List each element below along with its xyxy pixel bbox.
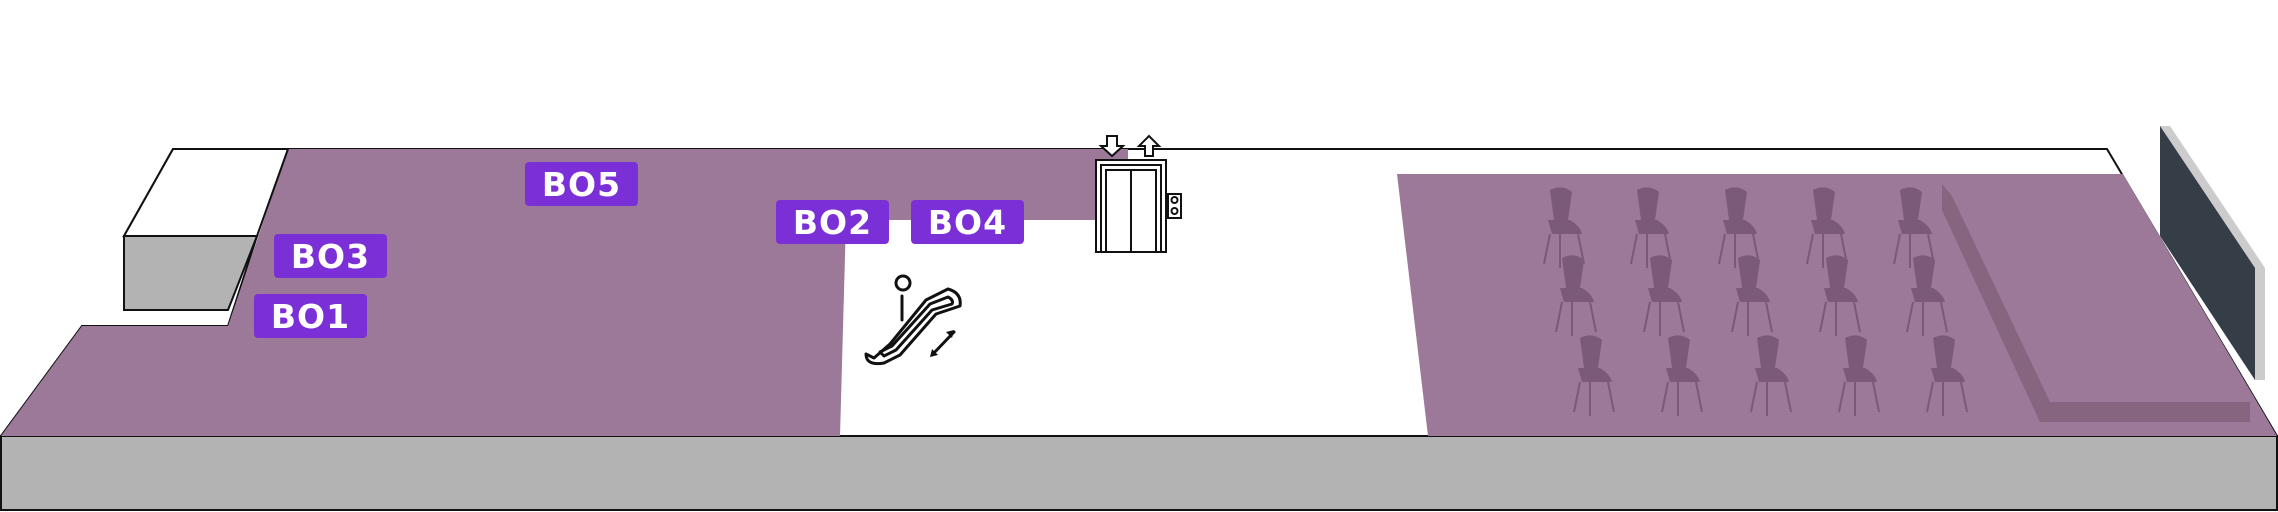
stage	[1942, 184, 2250, 422]
chair-icon	[1750, 335, 1792, 416]
chair-icon	[1731, 255, 1773, 336]
room-label-bo4[interactable]: BO4	[911, 200, 1024, 244]
chair-icon	[1806, 187, 1848, 268]
raised-block-front	[123, 235, 259, 311]
room-label-bo1[interactable]: BO1	[254, 294, 367, 338]
chair-icon	[1893, 187, 1935, 268]
chair-icon	[1819, 255, 1861, 336]
chair-icon	[1555, 255, 1597, 336]
chair-icon	[1573, 335, 1615, 416]
chair-icon	[1643, 255, 1685, 336]
escalator-icon	[864, 274, 962, 366]
room-label-bo3[interactable]: BO3	[274, 234, 387, 278]
floor-base	[0, 435, 2278, 511]
chair-icon	[1838, 335, 1880, 416]
room-label-bo5[interactable]: BO5	[525, 162, 638, 206]
chair-icon	[1906, 255, 1948, 336]
elevator-icon	[1095, 134, 1182, 253]
area-left	[1, 149, 1128, 436]
chair-icon	[1630, 187, 1672, 268]
chair-icon	[1926, 335, 1968, 416]
chair-rows	[1543, 187, 1968, 416]
screen-panel	[2160, 126, 2255, 380]
chair-icon	[1543, 187, 1585, 268]
chair-icon	[1661, 335, 1703, 416]
room-label-bo2[interactable]: BO2	[776, 200, 889, 244]
chair-icon	[1718, 187, 1760, 268]
